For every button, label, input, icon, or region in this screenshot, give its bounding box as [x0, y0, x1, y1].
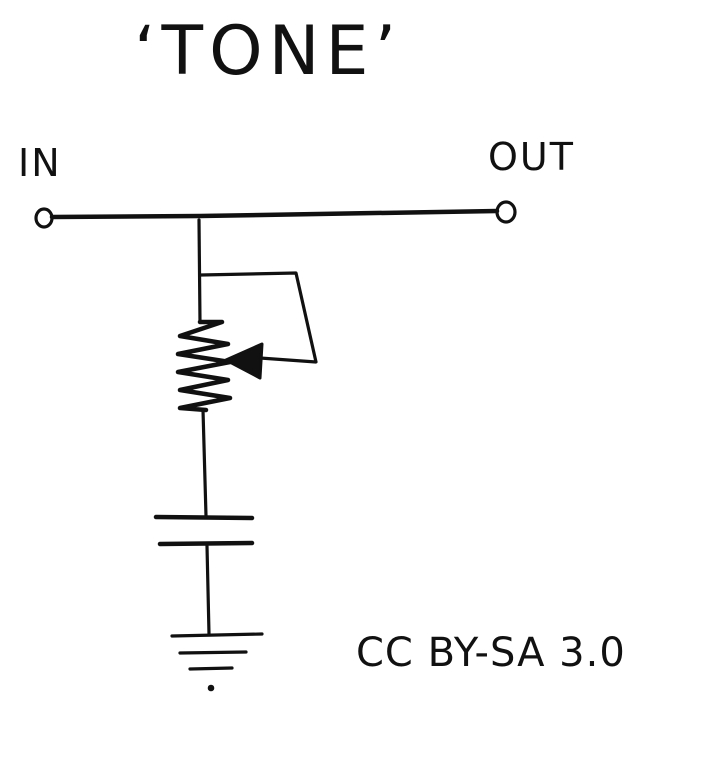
branch-wire-middle [201, 408, 208, 518]
license-text: CC BY-SA 3.0 [356, 630, 626, 676]
branch-wire-lower [205, 544, 211, 636]
ground-icon [170, 632, 264, 692]
wiper-arrow-icon [224, 342, 264, 380]
input-label: IN [18, 141, 62, 185]
branch-wire-upper [197, 218, 202, 324]
input-terminal [34, 207, 54, 229]
capacitor-plate-top-icon [153, 514, 255, 521]
resistor-icon [175, 319, 233, 413]
signal-wire [49, 208, 500, 220]
output-label: OUT [488, 135, 575, 179]
diagram-title: ‘TONE’ [134, 12, 402, 91]
wiper-wire [199, 271, 318, 364]
output-terminal [495, 200, 517, 224]
capacitor-plate-bottom-icon [157, 540, 255, 547]
